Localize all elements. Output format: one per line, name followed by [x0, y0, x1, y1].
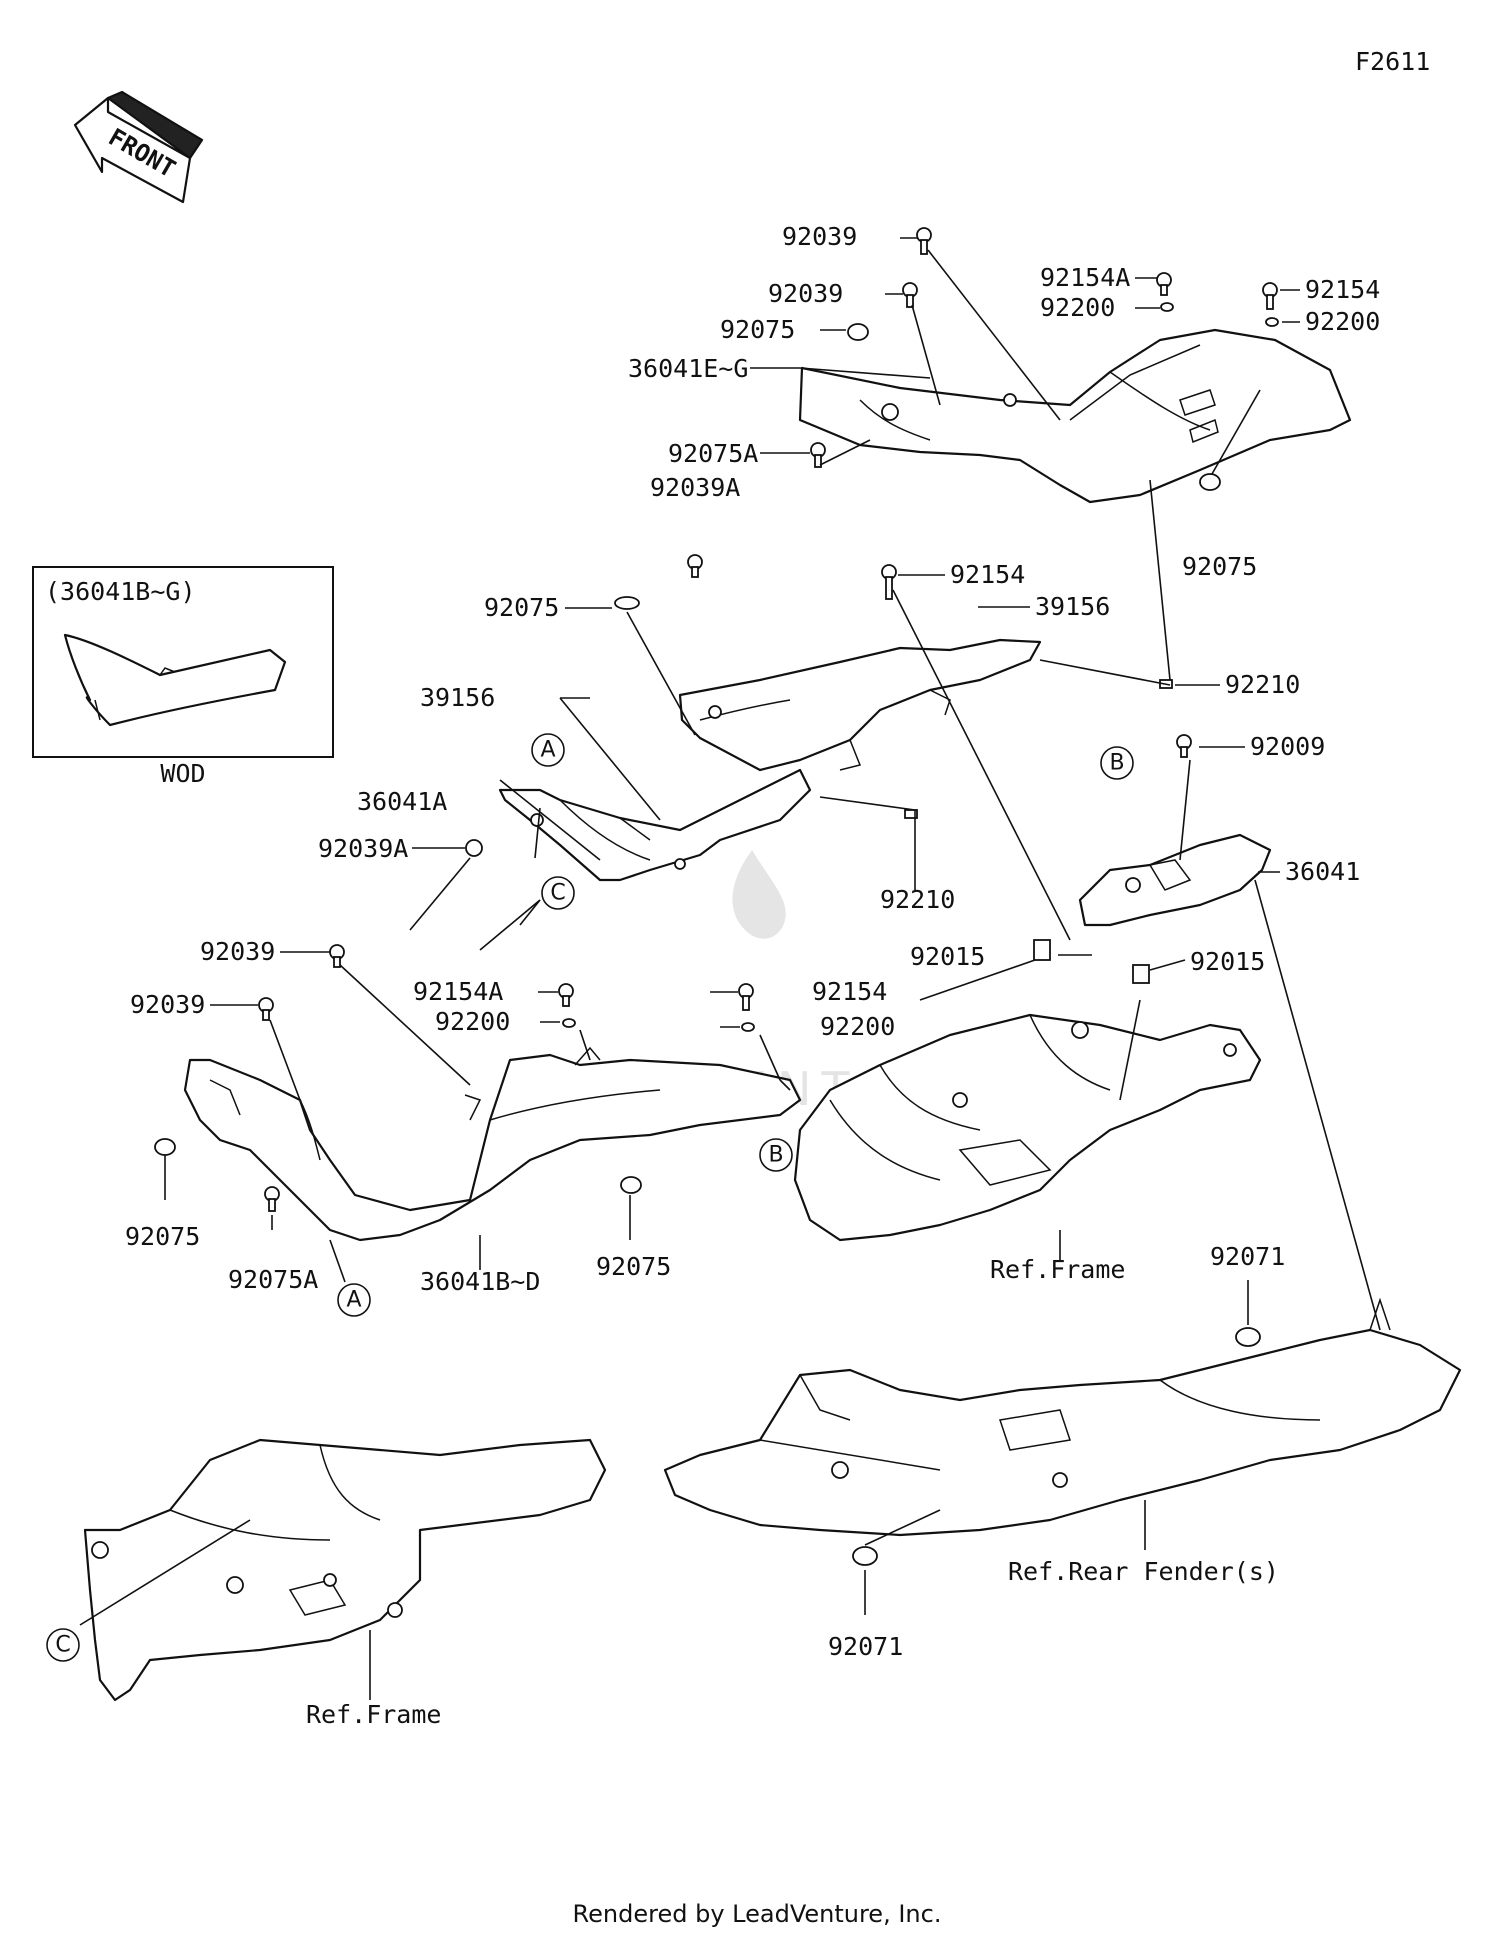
label-92154A-top: 92154A: [1040, 263, 1130, 292]
label-92200-top-right: 92200: [1305, 307, 1380, 336]
label-92200-top-left: 92200: [1040, 293, 1115, 322]
label-92154-lower: 92154: [812, 977, 887, 1006]
label-36041: 36041: [1285, 857, 1360, 886]
label-92039-lower-a: 92039: [200, 937, 275, 966]
circle-markers: A C B A B C: [46, 733, 1134, 1662]
label-36041A: 36041A: [357, 787, 447, 816]
ref-frame-lower-label: Ref.Frame: [306, 1700, 441, 1729]
ref-labels: Ref.Frame Ref.Rear Fender(s) Ref.Frame: [306, 1255, 1279, 1729]
label-39156-left: 39156: [420, 683, 495, 712]
hardware-icons: [154, 227, 1279, 1566]
label-92210-lower: 92210: [880, 885, 955, 914]
upper-seat-cover: [798, 328, 1352, 504]
left-cover-36041A: [498, 768, 812, 882]
lower-cover-36041B-D: [183, 1046, 802, 1242]
label-92075-left: 92075: [484, 593, 559, 622]
marker-B-lower: B: [768, 1143, 783, 1168]
label-92009: 92009: [1250, 732, 1325, 761]
figure-code: F2611: [1355, 47, 1430, 76]
inset-title: (36041B~G): [45, 577, 196, 606]
label-92039A-left: 92039A: [318, 834, 408, 863]
marker-A-upper: A: [540, 738, 555, 763]
label-92039-upper: 92039: [768, 279, 843, 308]
label-92075A-upper: 92075A: [668, 439, 758, 468]
label-92071-bottom: 92071: [828, 1632, 903, 1661]
label-36041E-G: 36041E~G: [628, 354, 748, 383]
label-92075-right: 92075: [1182, 552, 1257, 581]
label-92039-top: 92039: [782, 222, 857, 251]
label-92075A-lower: 92075A: [228, 1265, 318, 1294]
inset-caption: WOD: [160, 759, 205, 788]
label-92039A-upper: 92039A: [650, 473, 740, 502]
label-92015-right: 92015: [1190, 947, 1265, 976]
marker-A-lower: A: [346, 1288, 361, 1313]
label-39156-right: 39156: [1035, 592, 1110, 621]
label-92071-top: 92071: [1210, 1242, 1285, 1271]
label-36041B-D: 36041B~D: [420, 1267, 540, 1296]
footer-credit: Rendered by LeadVenture, Inc.: [573, 1900, 942, 1928]
ref-frame-middle-label: Ref.Frame: [990, 1255, 1125, 1284]
marker-C-lower: C: [55, 1633, 70, 1658]
label-92039-lower-b: 92039: [130, 990, 205, 1019]
inset-box: (36041B~G): [32, 566, 334, 758]
label-92200-lower-left: 92200: [435, 1007, 510, 1036]
label-92154-middle: 92154: [950, 560, 1025, 589]
label-92154A-lower: 92154A: [413, 977, 503, 1006]
marker-C-upper: C: [550, 881, 565, 906]
middle-bracket: [678, 638, 1042, 772]
label-92200-lower-right: 92200: [820, 1012, 895, 1041]
label-92075-lower-left: 92075: [125, 1222, 200, 1251]
part-labels: 92039 92154A 92154 92200 92039 92200 920…: [125, 222, 1380, 1661]
front-arrow-icon: FRONT: [73, 90, 204, 204]
marker-B-upper: B: [1109, 751, 1124, 776]
leader-lines: [79, 237, 1381, 1700]
ref-frame-lower: [83, 1438, 607, 1702]
right-tail-36041: [1078, 833, 1272, 927]
ref-rear-fender: [663, 1297, 1462, 1537]
label-92075-lower-mid: 92075: [596, 1252, 671, 1281]
label-92154-top: 92154: [1305, 275, 1380, 304]
label-92075-upper: 92075: [720, 315, 795, 344]
ref-frame-middle: [793, 1013, 1262, 1242]
label-92015-left: 92015: [910, 942, 985, 971]
label-92210-right: 92210: [1225, 670, 1300, 699]
ref-rear-fender-label: Ref.Rear Fender(s): [1008, 1557, 1279, 1586]
